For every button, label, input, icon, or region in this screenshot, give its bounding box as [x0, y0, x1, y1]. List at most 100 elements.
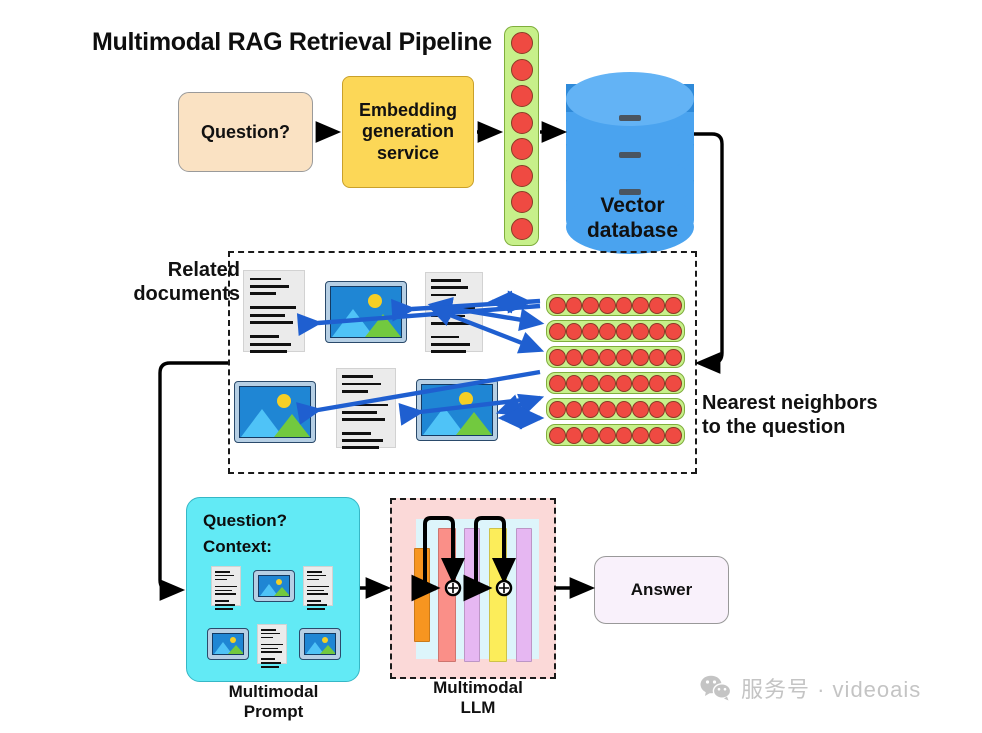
- question-node-label: Question?: [201, 121, 290, 142]
- sun-icon: [321, 637, 328, 644]
- vector-dot: [598, 400, 616, 418]
- neighbor-vector-row: [546, 424, 685, 446]
- vector-dot: [615, 426, 633, 444]
- prompt-icon-grid: [199, 564, 349, 674]
- vector-database-label-line1: Vector: [600, 194, 665, 217]
- vector-dot: [582, 296, 599, 314]
- related-documents-label: Related documents: [92, 259, 240, 306]
- image-icon-canvas: [258, 575, 290, 597]
- image-icon-canvas: [304, 633, 336, 655]
- multimodal-prompt-label-line1: Multimodal: [228, 682, 319, 701]
- vector-dot: [510, 111, 533, 134]
- vector-dot: [665, 400, 682, 418]
- vector-dot: [665, 296, 682, 314]
- vector-dot: [632, 296, 649, 314]
- prompt-text-block: Question? Context:: [203, 508, 287, 561]
- wechat-icon: [700, 675, 732, 701]
- vector-dot: [510, 58, 533, 81]
- neighbor-vector-row: [546, 320, 685, 342]
- attention-bar-2: [489, 528, 507, 662]
- watermark-text: 服务号 · videoais: [741, 677, 922, 702]
- prompt-document-icon: [303, 566, 333, 610]
- vector-dot: [665, 374, 682, 392]
- vector-dot: [615, 322, 633, 340]
- vector-dot: [665, 348, 682, 366]
- vector-dot: [582, 400, 599, 418]
- vector-dot: [510, 85, 533, 108]
- prompt-image-icon: [207, 628, 249, 660]
- question-node[interactable]: Question?: [178, 92, 313, 172]
- sun-icon: [277, 394, 292, 409]
- vector-dot: [565, 322, 583, 340]
- vector-database-icon[interactable]: [566, 72, 694, 254]
- image-icon-canvas: [212, 633, 244, 655]
- multimodal-llm-node[interactable]: [390, 498, 556, 679]
- vector-dot: [582, 374, 599, 392]
- vector-dot: [549, 374, 566, 392]
- vector-dot: [582, 348, 599, 366]
- multimodal-prompt-label: Multimodal Prompt: [196, 682, 351, 722]
- vector-dot: [598, 374, 616, 392]
- vector-dot: [598, 426, 616, 444]
- mountain-icon-right: [320, 645, 335, 654]
- query-embedding-vector: [504, 26, 539, 246]
- prompt-document-icon: [211, 566, 241, 610]
- vector-dot: [565, 374, 583, 392]
- vector-dot: [648, 426, 666, 444]
- vector-database-label-line2: database: [586, 218, 679, 242]
- neighbor-vector-row: [546, 346, 685, 368]
- vector-dot: [615, 296, 633, 314]
- vector-dot: [648, 322, 666, 340]
- vector-dot: [565, 348, 583, 366]
- sun-icon: [275, 579, 282, 586]
- vector-dot: [648, 296, 666, 314]
- attention-bar: [438, 528, 456, 662]
- vector-dot: [632, 322, 649, 340]
- input-embedding-bar: [414, 548, 430, 642]
- vector-dot: [598, 322, 616, 340]
- mountain-icon-right: [274, 587, 289, 596]
- vector-dot: [549, 400, 566, 418]
- vector-dot: [632, 400, 649, 418]
- vector-dot: [582, 426, 599, 444]
- vector-dot: [632, 374, 649, 392]
- nearest-neighbors-label-line2: to the question: [702, 415, 846, 438]
- answer-node-label: Answer: [630, 580, 693, 599]
- multimodal-prompt-node[interactable]: Question? Context:: [186, 497, 360, 682]
- vector-dot: [510, 217, 533, 240]
- vector-dot: [582, 322, 599, 340]
- vector-dot: [549, 322, 566, 340]
- answer-node[interactable]: Answer: [594, 556, 729, 624]
- prompt-image-icon: [253, 570, 295, 602]
- vector-dot: [510, 138, 533, 161]
- related-documents-label-line2: documents: [133, 282, 240, 305]
- prompt-question-label: Question?: [203, 511, 288, 530]
- feedforward-bar-1: [464, 528, 480, 662]
- mountain-icon-left: [213, 642, 232, 654]
- vector-dot: [665, 426, 682, 444]
- prompt-image-icon: [299, 628, 341, 660]
- related-documents-label-line1: Related: [167, 259, 240, 281]
- vector-dot: [565, 400, 583, 418]
- vector-dot: [549, 296, 566, 314]
- llm-bars-layer: [392, 500, 554, 677]
- sun-icon: [229, 637, 236, 644]
- vector-dot: [565, 296, 583, 314]
- vector-dot: [632, 348, 649, 366]
- vector-dot: [648, 400, 666, 418]
- vector-dot: [510, 32, 533, 55]
- vector-dot: [510, 164, 533, 187]
- embedding-service-label-line1: Embedding: [359, 100, 457, 121]
- retrieved-document-icon: [243, 270, 305, 353]
- prompt-context-label: Context:: [203, 537, 272, 557]
- vector-dot: [632, 426, 649, 444]
- embedding-service-node[interactable]: Embedding generation service: [342, 76, 474, 188]
- neighbor-vector-row: [546, 398, 685, 420]
- multimodal-prompt-label-line2: Prompt: [243, 702, 304, 722]
- vector-dot: [648, 348, 666, 366]
- multimodal-llm-label: Multimodal LLM: [413, 678, 543, 718]
- watermark: 服务号 · videoais: [700, 672, 921, 704]
- vector-dot: [598, 296, 616, 314]
- prompt-document-icon: [257, 624, 287, 668]
- vector-dot: [549, 348, 566, 366]
